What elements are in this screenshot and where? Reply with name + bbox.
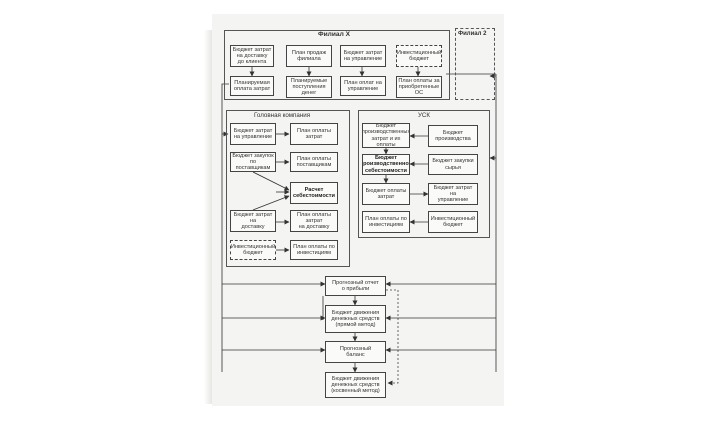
filial-2-frame [455, 28, 495, 100]
usk-production-cost-payment-budget: Бюджет производственных затрат и их опла… [362, 123, 410, 148]
hc-cost-payment-plan: План оплаты затрат [290, 123, 338, 145]
forecast-profit-report: Прогнозный отчет о прибыли [325, 276, 386, 296]
hc-investment-payment-plan: План оплаты по инвестициям [290, 240, 338, 260]
hc-supplier-payment-plan: План оплаты поставщикам [290, 152, 338, 172]
hc-cost-calculation: Расчет себестоимости [290, 182, 338, 204]
usk-frame [358, 110, 490, 238]
usk-production-cost-budget: Бюджет производственной себестоимости [362, 154, 410, 175]
forecast-balance: Прогнозный баланс [325, 341, 386, 363]
filial-x-sales-plan: План продаж филиала [286, 45, 332, 67]
head-company-frame [226, 110, 350, 267]
scan-shadow [204, 30, 212, 404]
filial-x-title: Филиал X [318, 31, 351, 38]
hc-delivery-payment-plan: План оплаты затрат на доставку [290, 210, 338, 232]
cash-flow-budget-indirect: Бюджет движения денежных средств (косвен… [325, 372, 386, 398]
hc-investment-budget: Инвестиционный бюджет [230, 240, 276, 260]
hc-delivery-budget: Бюджет затрат на доставку [230, 210, 276, 232]
filial-x-management-budget: Бюджет затрат на управление [340, 45, 386, 67]
cash-flow-budget-direct: Бюджет движения денежных средств (прямой… [325, 305, 386, 333]
filial-2-title: Филиал 2 [458, 31, 487, 37]
usk-production-budget: Бюджет производства [428, 125, 478, 147]
usk-cost-payment-budget: Бюджет оплаты затрат [362, 183, 410, 205]
filial-x-fixed-assets-payment: План оплаты за приобретенные ОС [396, 76, 442, 98]
hc-purchase-budget: Бюджет закупок по поставщикам [230, 152, 276, 172]
head-company-title: Головная компания [254, 112, 311, 119]
usk-investment-payment-plan: План оплаты по инвестициям [362, 211, 410, 233]
usk-raw-material-budget: Бюджет закупки сырья [428, 154, 478, 175]
filial-x-frame [224, 30, 450, 100]
filial-x-delivery-budget: Бюджет затрат на доставку до клиента [230, 45, 274, 67]
filial-x-investment-budget: Инвестиционный бюджет [396, 45, 442, 67]
hc-management-budget: Бюджет затрат на управление [230, 123, 276, 145]
usk-title: УСК [418, 112, 431, 119]
filial-x-cost-payment: Планируемая оплата затрат [230, 76, 274, 96]
filial-x-cash-inflows: Планируемые поступления денег [286, 76, 332, 98]
usk-management-budget: Бюджет затрат на управление [428, 183, 478, 205]
filial-x-management-payment: План оплат на управление [340, 76, 386, 96]
usk-investment-budget: Инвестиционный бюджет [428, 211, 478, 233]
